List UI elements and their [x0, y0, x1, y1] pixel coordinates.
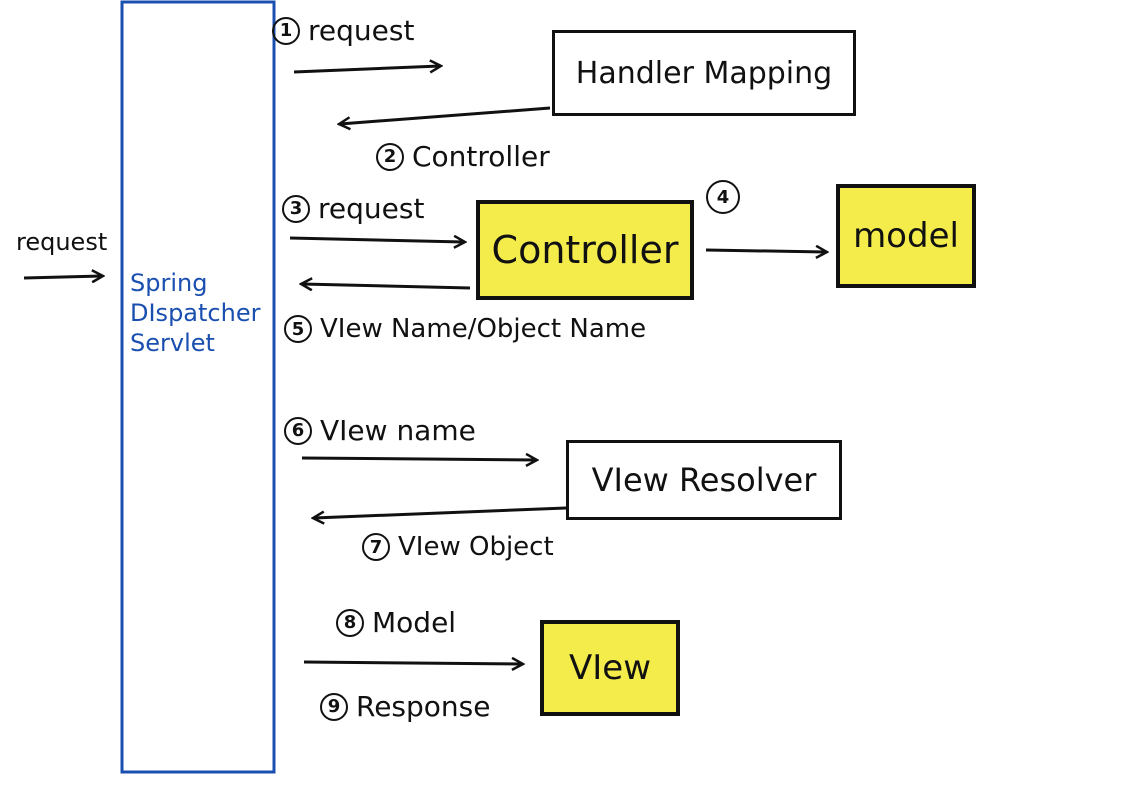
handler-mapping-box: Handler Mapping [552, 30, 856, 116]
arrow-step-1 [293, 66, 440, 74]
handler-mapping-label: Handler Mapping [575, 55, 833, 91]
model-box: model [836, 184, 976, 288]
step-8-number: 8 [336, 608, 364, 637]
step-8-text: Model [372, 606, 457, 639]
view-box: VIew [540, 620, 680, 716]
step-3-text: request [318, 192, 425, 225]
incoming-request-label: request [16, 228, 108, 256]
arrow-step-3 [289, 238, 464, 242]
servlet-label-line2: DIspatcher [130, 299, 261, 327]
step-7-number: 7 [362, 533, 390, 561]
step-2-label: 2 Controller [376, 140, 550, 173]
model-box-label: model [853, 216, 959, 256]
step-2-text: Controller [412, 140, 550, 173]
step-2-number: 2 [376, 142, 404, 171]
step-5-label: 5 VIew Name/Object Name [284, 314, 646, 344]
step-5-number: 5 [284, 315, 312, 343]
step-6-label: 6 VIew name [284, 414, 476, 447]
arrow-step-7 [314, 506, 567, 518]
servlet-column [120, 0, 276, 774]
controller-box: Controller [476, 200, 694, 300]
step-9-text: Response [356, 690, 491, 723]
arrow-step-4 [705, 250, 826, 252]
controller-box-label: Controller [491, 228, 679, 272]
servlet-label: Spring DIspatcher Servlet [130, 268, 260, 358]
view-resolver-box: VIew Resolver [566, 440, 842, 520]
step-9-number: 9 [320, 692, 348, 721]
step-1-number: 1 [272, 16, 300, 45]
arrow-step-8 [303, 662, 522, 664]
step-4-label: 4 [706, 180, 748, 214]
step-1-text: request [308, 14, 415, 47]
incoming-arrow [23, 276, 102, 278]
arrow-step-5 [302, 284, 471, 288]
arrow-step-6 [301, 458, 536, 460]
step-3-label: 3 request [282, 192, 424, 225]
step-3-number: 3 [282, 194, 310, 223]
step-6-text: VIew name [320, 414, 476, 447]
step-7-text: VIew Object [398, 532, 554, 562]
step-6-number: 6 [284, 416, 312, 445]
view-resolver-label: VIew Resolver [591, 461, 817, 499]
step-4-number: 4 [706, 180, 740, 214]
view-box-label: VIew [568, 648, 651, 688]
arrow-step-2 [340, 106, 551, 124]
step-5-text: VIew Name/Object Name [320, 314, 647, 344]
step-8-label: 8 Model [336, 606, 456, 639]
servlet-label-line1: Spring [130, 269, 208, 297]
step-9-label: 9 Response [320, 690, 490, 723]
step-1-label: 1 request [272, 14, 414, 47]
servlet-label-line3: Servlet [130, 329, 215, 357]
step-7-label: 7 VIew Object [362, 532, 554, 562]
